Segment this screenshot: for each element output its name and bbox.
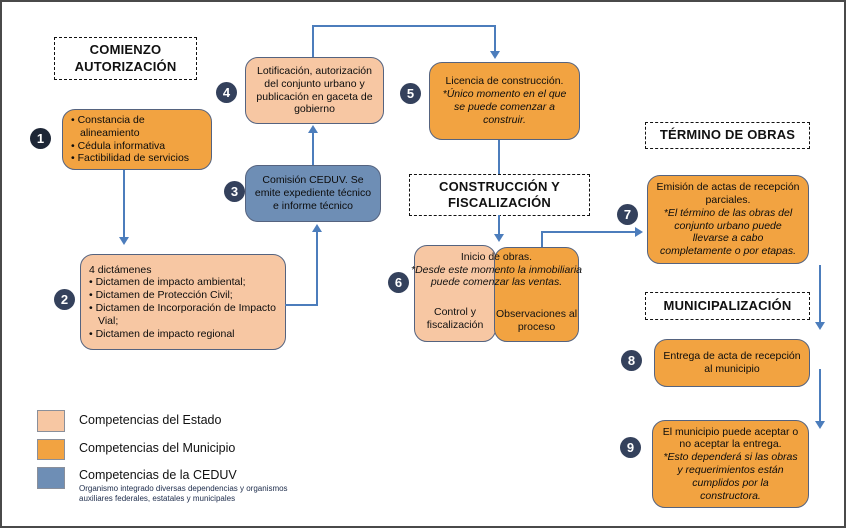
step5-note-text: *Único momento en el que se puede comenz… <box>442 88 567 126</box>
step2-title: 4 dictámenes <box>89 263 152 276</box>
section-header-line: AUTORIZACIÓN <box>74 58 177 74</box>
arrow-line <box>312 25 496 27</box>
step1-item: • Cédula informativa <box>71 139 166 152</box>
step7-main-text: Emisión de actas de recepción parciales. <box>656 181 800 206</box>
section-header-municipalizacion: MUNICIPALIZACIÓN <box>645 292 810 320</box>
step6-control-box <box>414 245 496 342</box>
section-header-line: FISCALIZACIÓN <box>448 195 551 210</box>
arrow-line <box>494 25 496 53</box>
step1-item: • Factibilidad de servicios <box>71 152 190 165</box>
arrow-line <box>312 25 314 57</box>
arrow-line <box>285 304 318 306</box>
step8-text: Entrega de acta de recepción al municipi… <box>663 350 801 375</box>
step5-number-badge: 5 <box>400 83 421 104</box>
section-header-line: TÉRMINO DE OBRAS <box>659 127 796 143</box>
step9-main-text: El municipio puede aceptar o no aceptar … <box>662 425 799 451</box>
arrow-head <box>490 51 500 59</box>
step1-item: • Constancia de alineamiento <box>71 113 145 139</box>
step9-note-text: *Esto dependerá si las obras y requerimi… <box>663 451 798 502</box>
arrow-line <box>123 170 125 239</box>
step2-item: • Dictamen de impacto regional <box>89 327 235 340</box>
arrow-line <box>819 369 821 423</box>
legend-swatch-ceduv <box>37 467 65 489</box>
arrow-line <box>312 133 314 165</box>
step7-number-badge: 7 <box>617 204 638 225</box>
step3-text: Comisión CEDUV. Se emite expediente técn… <box>254 174 372 212</box>
step2-box: 4 dictámenes • Dictamen de impacto ambie… <box>80 254 286 350</box>
step4-box: Lotificación, autorización del conjunto … <box>245 57 384 124</box>
step6-left-label: Control y fiscalización <box>426 306 484 331</box>
arrow-head <box>494 234 504 242</box>
step5-box: Licencia de construcción. *Único momento… <box>429 62 580 140</box>
step2-item: • Dictamen de Protección Civil; <box>89 289 233 302</box>
step8-box: Entrega de acta de recepción al municipi… <box>654 339 810 387</box>
step6-observaciones-box <box>494 247 579 342</box>
legend-swatch-municipio <box>37 439 65 460</box>
step5-main-text: Licencia de construcción. <box>445 75 564 88</box>
step6-number-badge: 6 <box>388 272 409 293</box>
step3-number-badge: 3 <box>224 181 245 202</box>
step7-box: Emisión de actas de recepción parciales.… <box>647 175 809 264</box>
section-header-line: CONSTRUCCIÓN Y <box>438 178 560 194</box>
section-header-construccion-fiscalizacion: CONSTRUCCIÓN Y FISCALIZACIÓN <box>409 174 590 216</box>
step6-header-text: Inicio de obras. *Desde este momento la … <box>411 251 582 289</box>
arrow-head <box>815 421 825 429</box>
step4-text: Lotificación, autorización del conjunto … <box>256 64 373 116</box>
arrow-line <box>819 265 821 324</box>
step8-number-badge: 8 <box>621 350 642 371</box>
arrow-line <box>541 233 543 247</box>
legend-label-ceduv: Competencias de la CEDUV <box>79 468 237 482</box>
section-header-termino-de-obras: TÉRMINO DE OBRAS <box>645 122 810 149</box>
arrow-head <box>119 237 129 245</box>
step7-note-text: *El término de las obras del conjunto ur… <box>660 206 796 258</box>
step6-box: Inicio de obras. *Desde este momento la … <box>411 245 582 342</box>
step6-right-label: Observaciones al proceso <box>495 308 578 333</box>
section-header-line: MUNICIPALIZACIÓN <box>663 297 792 313</box>
section-header-line: COMIENZO <box>89 42 162 58</box>
arrow-head <box>308 125 318 133</box>
legend-label-estado: Competencias del Estado <box>79 413 222 427</box>
step9-number-badge: 9 <box>620 437 641 458</box>
step3-box: Comisión CEDUV. Se emite expediente técn… <box>245 165 381 222</box>
step2-number-badge: 2 <box>54 289 75 310</box>
step9-box: El municipio puede aceptar o no aceptar … <box>652 420 809 508</box>
arrow-line <box>498 140 500 174</box>
arrow-line <box>498 215 500 236</box>
legend-label-municipio: Competencias del Municipio <box>79 441 236 455</box>
step2-item: • Dictamen de impacto ambiental; <box>89 276 246 289</box>
legend-swatch-estado <box>37 410 65 432</box>
arrow-head <box>635 227 643 237</box>
step4-number-badge: 4 <box>216 82 237 103</box>
section-header-comienzo-autorizacion: COMIENZO AUTORIZACIÓN <box>54 37 197 80</box>
legend-note-ceduv: Organismo integrado diversas dependencia… <box>79 484 288 503</box>
step1-number-badge: 1 <box>30 128 51 149</box>
arrow-line <box>541 231 635 233</box>
step1-box: • Constancia de alineamiento • Cédula in… <box>62 109 212 170</box>
arrow-head <box>815 322 825 330</box>
arrow-head <box>312 224 322 232</box>
step6-note-text: *Desde este momento la inmobiliaria pued… <box>411 263 582 289</box>
arrow-line <box>316 232 318 306</box>
step2-item: • Dictamen de Incorporación de Impacto V… <box>89 302 276 327</box>
step6-main-text: Inicio de obras. <box>460 251 533 263</box>
